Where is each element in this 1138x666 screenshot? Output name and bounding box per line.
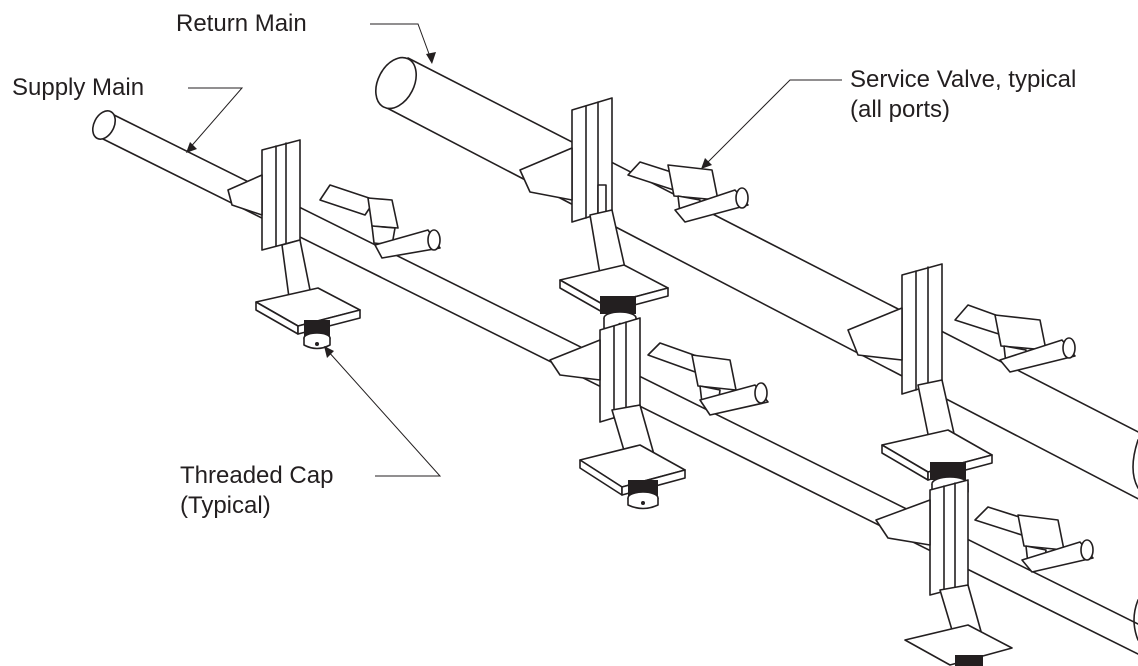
port-assembly-1 [227, 139, 441, 350]
label-threaded-cap-line1: Threaded Cap [180, 462, 334, 489]
leader-supply-main [186, 87, 244, 153]
port-assembly-2 [519, 97, 749, 333]
leader-threaded-cap [324, 346, 442, 477]
leader-service-valve [701, 79, 842, 169]
label-return-main: Return Main [176, 10, 307, 37]
label-service-valve-line1: Service Valve, typical [850, 66, 1077, 93]
label-service-valve-line2: (all ports) [850, 96, 951, 123]
port-assembly-4 [847, 263, 1076, 497]
leader-return-main [370, 23, 436, 64]
label-supply-main: Supply Main [12, 74, 145, 101]
label-threaded-cap-line2: (Typical) [180, 492, 271, 519]
port-assembly-3 [549, 317, 769, 510]
return-main-pipe [375, 56, 1138, 500]
port-assembly-5 [875, 479, 1094, 666]
